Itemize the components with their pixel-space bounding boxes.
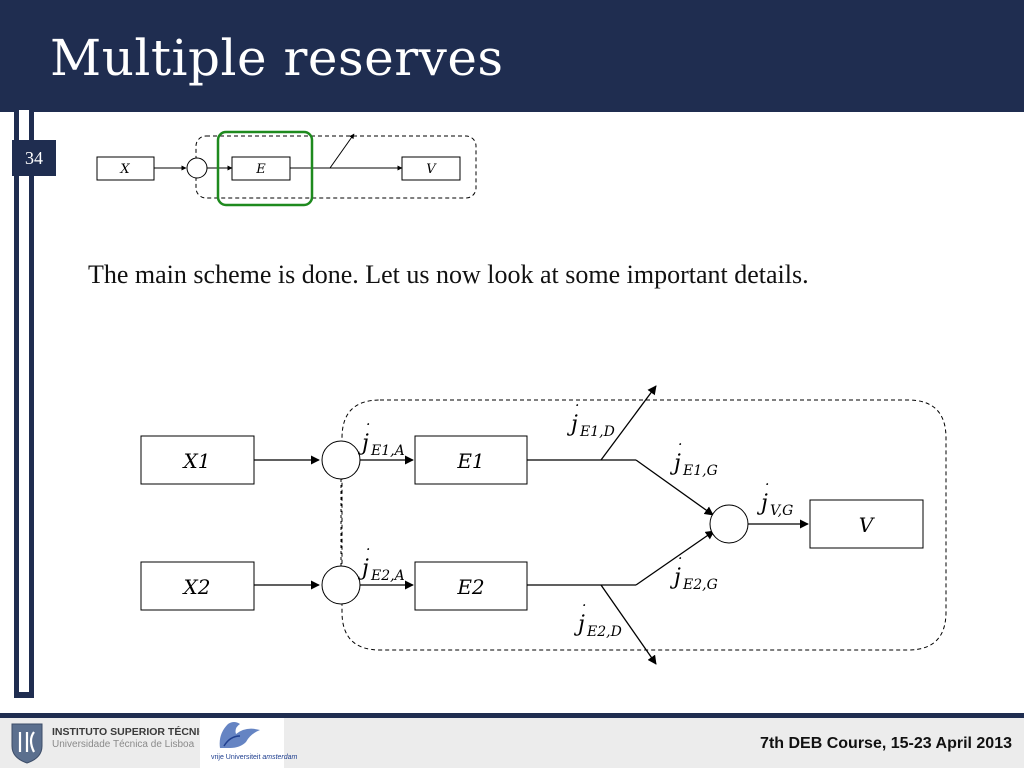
small-box-v-label: V: [426, 162, 437, 177]
small-individual-boundary: [195, 135, 477, 199]
ist-logo-text: INSTITUTO SUPERIOR TÉCNICO Universidade …: [52, 726, 215, 751]
header-bar: [0, 0, 1024, 112]
flux-label-e2a: j · E2,A: [357, 542, 405, 584]
body-text: The main scheme is done. Let us now look…: [88, 260, 809, 289]
box-x1-label: X1: [182, 449, 211, 473]
small-box-x-label: X: [119, 162, 130, 177]
flux-e1d-dot: ·: [575, 398, 579, 414]
arrow-e1-dissipation: [600, 385, 657, 461]
flux-e2g-dot: ·: [678, 551, 682, 567]
flux-e2d-sub: E2,D: [586, 624, 622, 640]
flux-e1d-base: j: [566, 412, 578, 437]
box-x2: [140, 561, 255, 611]
flux-e1a-dot: ·: [366, 417, 370, 433]
box-e1: [414, 435, 528, 485]
individual-boundary: [341, 399, 947, 651]
vu-text-1: vrije: [211, 754, 224, 761]
slide-title: Multiple reserves: [50, 29, 504, 87]
flux-e2a-sub: E2,A: [370, 568, 405, 584]
arrow-e2-growth: [635, 530, 715, 586]
box-e2: [414, 561, 528, 611]
flux-e2d-base: j: [573, 612, 585, 637]
arrow-e1-growth: [635, 459, 714, 516]
box-v: [809, 499, 924, 549]
flux-e2a-dot: ·: [366, 542, 370, 558]
flux-vg-dot: ·: [765, 477, 769, 493]
box-x1: [140, 435, 255, 485]
node-2: [321, 565, 361, 605]
ist-name: INSTITUTO SUPERIOR TÉCNICO: [52, 726, 216, 738]
vu-griffin-icon: [219, 722, 260, 748]
course-info: 7th DEB Course, 15-23 April 2013: [760, 735, 1012, 752]
flux-e2d-dot: ·: [582, 598, 586, 614]
small-scheme: X E V: [96, 130, 477, 207]
highlight-box: [216, 130, 314, 207]
small-box-v: [401, 156, 461, 181]
flux-label-vg: j · V,G: [756, 477, 793, 519]
box-v-label: V: [859, 513, 876, 537]
flux-label-e1g: j · E1,G: [669, 437, 718, 479]
vu-text-2: Universiteit: [225, 754, 261, 761]
ist-logo-icon: [11, 723, 43, 764]
left-frame-gap: [19, 110, 29, 692]
vu-text-3: amsterdam: [262, 754, 298, 761]
flux-e2g-sub: E2,G: [682, 577, 718, 593]
flux-e1d-sub: E1,D: [579, 424, 615, 440]
flux-e1g-sub: E1,G: [682, 463, 718, 479]
flux-label-e1d: j · E1,D: [566, 398, 615, 440]
flux-vg-base: j: [756, 491, 768, 516]
slide-number: 34: [12, 140, 56, 176]
flux-e1g-dot: ·: [678, 437, 682, 453]
flux-label-e1a: j · E1,A: [357, 417, 405, 459]
flux-vg-sub: V,G: [770, 503, 793, 519]
box-x2-label: X2: [182, 575, 211, 599]
node-v: [709, 504, 749, 544]
arrow-e2-dissipation: [600, 584, 657, 665]
node-1: [321, 440, 361, 480]
small-box-e-label: E: [255, 162, 266, 177]
box-e2-label: E2: [456, 575, 484, 599]
flux-e1a-sub: E1,A: [370, 443, 405, 459]
vu-logo-text: vrije Universiteit amsterdam: [211, 754, 297, 761]
footer-bar: [0, 718, 1024, 768]
small-node: [186, 157, 208, 179]
reserve-diagram: X E V X1 E1 X2 E2: [96, 130, 947, 665]
flux-e2g-base: j: [669, 565, 681, 590]
small-arrow-dissipation: [329, 133, 355, 169]
ist-subtitle: Universidade Técnica de Lisboa: [52, 739, 195, 750]
main-scheme: X1 E1 X2 E2 V j · E1,A j ·: [140, 385, 947, 665]
box-e1-label: E1: [456, 449, 484, 473]
footer-divider: [0, 713, 1024, 718]
flux-e1g-base: j: [669, 451, 681, 476]
vu-logo: [200, 718, 284, 768]
